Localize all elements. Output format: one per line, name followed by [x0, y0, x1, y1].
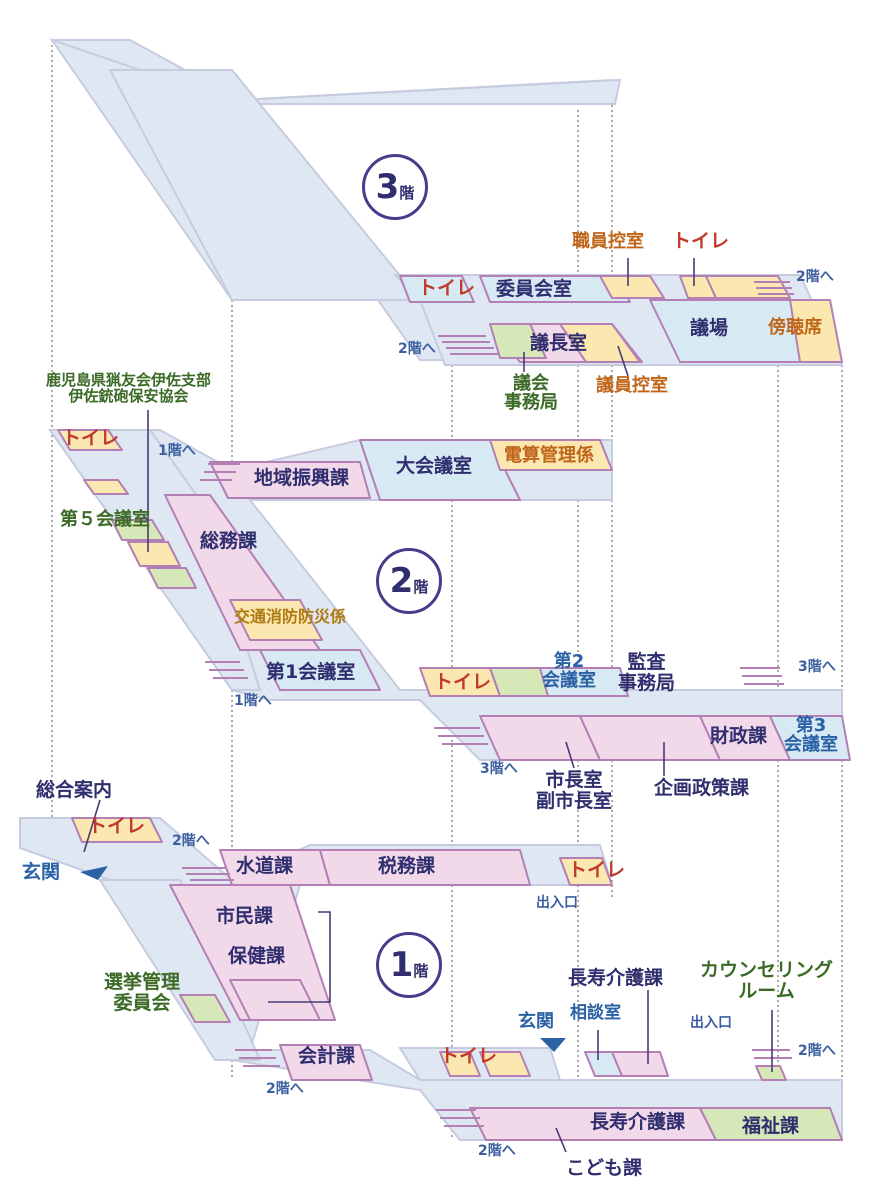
- f1-welfare-label: 福祉課: [742, 1115, 800, 1137]
- floor-3-shapes: [49, 38, 844, 366]
- f1-toilet-left-label: トイレ: [88, 815, 146, 837]
- f2-mayor-office-label: 市長室 副市長室: [536, 769, 613, 812]
- f2-computer-management-label: 電算管理係: [504, 445, 594, 466]
- f2-traffic-disaster-label: 交通消防防災係: [234, 607, 347, 626]
- floor-3-suffix: 階: [399, 183, 415, 202]
- f2-general-affairs-label: 総務課: [200, 530, 258, 552]
- f3-members-lounge-label: 議員控室: [596, 375, 668, 396]
- f2-meeting-room-2-label: 第2 会議室: [542, 651, 596, 692]
- f1-exit-left-label: 出入口: [536, 895, 578, 911]
- f3-to-2f-left-label: 2階へ: [398, 341, 436, 357]
- f1-election-committee-label: 選挙管理 委員会: [104, 971, 181, 1014]
- f1-toilet-bottom-label: トイレ: [440, 1045, 498, 1067]
- f2-regional-promotion-label: 地域振興課: [254, 467, 350, 489]
- f1-to-2f-left-label: 2階へ: [266, 1081, 304, 1097]
- floor-2-shapes: [48, 429, 851, 761]
- f1-toilet-right-label: トイレ: [568, 859, 626, 881]
- f2-finance-label: 財政課: [710, 725, 768, 747]
- f3-council-office-label: 議会 事務局: [504, 373, 558, 414]
- f1-elderly-care-bottom-label: 長寿介護課: [590, 1111, 686, 1133]
- f2-to-3f-right-label: 3階へ: [798, 659, 836, 675]
- floor-3-number: 3: [375, 167, 400, 207]
- f3-toilet-left-label: トイレ: [418, 277, 476, 299]
- floor-2-number: 2: [389, 561, 414, 601]
- f1-accounting-label: 会計課: [298, 1045, 356, 1067]
- f2-to-3f-bottom-label: 3階へ: [480, 761, 518, 777]
- f1-health-label: 保健課: [228, 945, 286, 967]
- f2-meeting-room-1-label: 第1会議室: [266, 661, 356, 683]
- f2-large-meeting-room-label: 大会議室: [396, 455, 473, 477]
- f1-citizen-services-label: 市民課: [216, 905, 274, 927]
- f3-gallery-label: 傍聴席: [768, 317, 822, 338]
- f1-counseling-room-label: カウンセリング ルーム: [700, 959, 834, 1002]
- floor-1-number: 1: [389, 945, 414, 985]
- f2-toilet-right-label: トイレ: [434, 671, 492, 693]
- f2-meeting-room-5-label: 第５会議室: [60, 509, 150, 530]
- f3-chairman-room-label: 議長室: [530, 332, 588, 354]
- floor-1-suffix: 階: [413, 961, 429, 980]
- leader-lines: [83, 258, 773, 1153]
- f1-elderly-care-top-label: 長寿介護課: [568, 967, 664, 989]
- f1-information-desk-label: 総合案内: [36, 779, 113, 801]
- floor-2-suffix: 階: [413, 577, 429, 596]
- f2-to-1f-bottom-label: 1階へ: [234, 693, 272, 709]
- f1-entrance-right-label: 玄関: [518, 1011, 554, 1032]
- f1-exit-right-label: 出入口: [690, 1015, 732, 1031]
- entrance-left-marker: [80, 866, 108, 880]
- f2-toilet-left-label: トイレ: [62, 427, 120, 449]
- f1-to-2f-top-label: 2階へ: [172, 833, 210, 849]
- f1-tax-label: 税務課: [378, 855, 436, 877]
- f3-to-2f-right-label: 2階へ: [796, 269, 834, 285]
- entrance-right-marker: [540, 1038, 566, 1052]
- f1-entrance-left-label: 玄関: [22, 861, 61, 883]
- f2-to-1f-top-label: 1階へ: [158, 443, 196, 459]
- f1-to-2f-bottom-label: 2階へ: [478, 1143, 516, 1159]
- f2-audit-office-label: 監査 事務局: [618, 651, 676, 694]
- f3-assembly-hall-label: 議場: [690, 317, 729, 339]
- f1-to-2f-right-label: 2階へ: [798, 1043, 836, 1059]
- f2-meeting-room-3-label: 第3 会議室: [784, 715, 838, 756]
- f2-hunting-association-label: 鹿児島県猟友会伊佐支部 伊佐銃砲保安協会: [46, 371, 212, 406]
- f3-toilet-right-label: トイレ: [672, 230, 730, 252]
- f3-committee-room-label: 委員会室: [496, 278, 573, 300]
- f1-children-label: こども課: [566, 1157, 643, 1179]
- f3-staff-lounge-label: 職員控室: [572, 231, 644, 252]
- f1-consultation-room-label: 相談室: [570, 1003, 621, 1023]
- f1-water-works-label: 水道課: [236, 855, 294, 877]
- f2-planning-policy-label: 企画政策課: [654, 777, 750, 799]
